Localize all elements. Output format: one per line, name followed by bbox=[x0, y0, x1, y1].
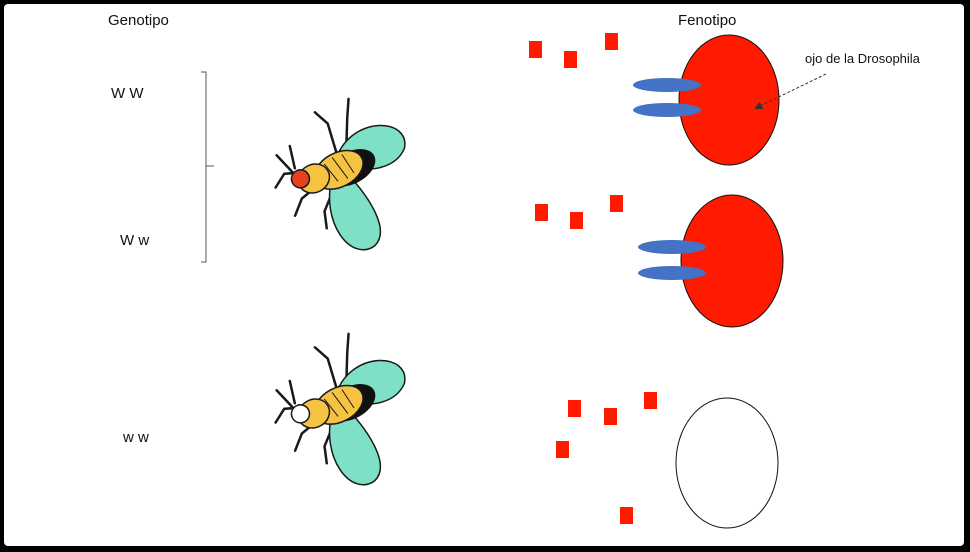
pigment-granules-row3 bbox=[556, 392, 657, 524]
eye-white-row3 bbox=[675, 397, 779, 529]
pigment-granules-row2 bbox=[535, 195, 623, 229]
genotype-label-ww-dominant: W W bbox=[111, 85, 144, 102]
phenotype-header: Fenotipo bbox=[678, 12, 737, 29]
transporter-row2-bottom bbox=[638, 266, 706, 280]
genotype-label-ww-hetero: W w bbox=[120, 232, 150, 249]
transporter-row2-top bbox=[638, 240, 706, 254]
fly-white-eyes-icon bbox=[274, 332, 406, 486]
fly-red-eyes-icon bbox=[274, 97, 406, 251]
eye-annotation-arrow bbox=[754, 73, 827, 109]
genotype-label-ww-recessive: w w bbox=[123, 429, 149, 446]
genotype-header: Genotipo bbox=[108, 12, 169, 29]
transporter-row1-top bbox=[633, 78, 701, 92]
eye-red-row1 bbox=[678, 34, 780, 166]
transporter-row1-bottom bbox=[633, 103, 701, 117]
pigment-granules-row1 bbox=[529, 33, 618, 68]
eye-red-row2 bbox=[680, 194, 784, 328]
diagram-graphics bbox=[201, 33, 827, 529]
diagram-canvas: Genotipo Fenotipo W W W w w w ojo de la … bbox=[4, 4, 964, 546]
eye-annotation-label: ojo de la Drosophila bbox=[805, 51, 920, 66]
genotype-bracket bbox=[201, 71, 214, 263]
